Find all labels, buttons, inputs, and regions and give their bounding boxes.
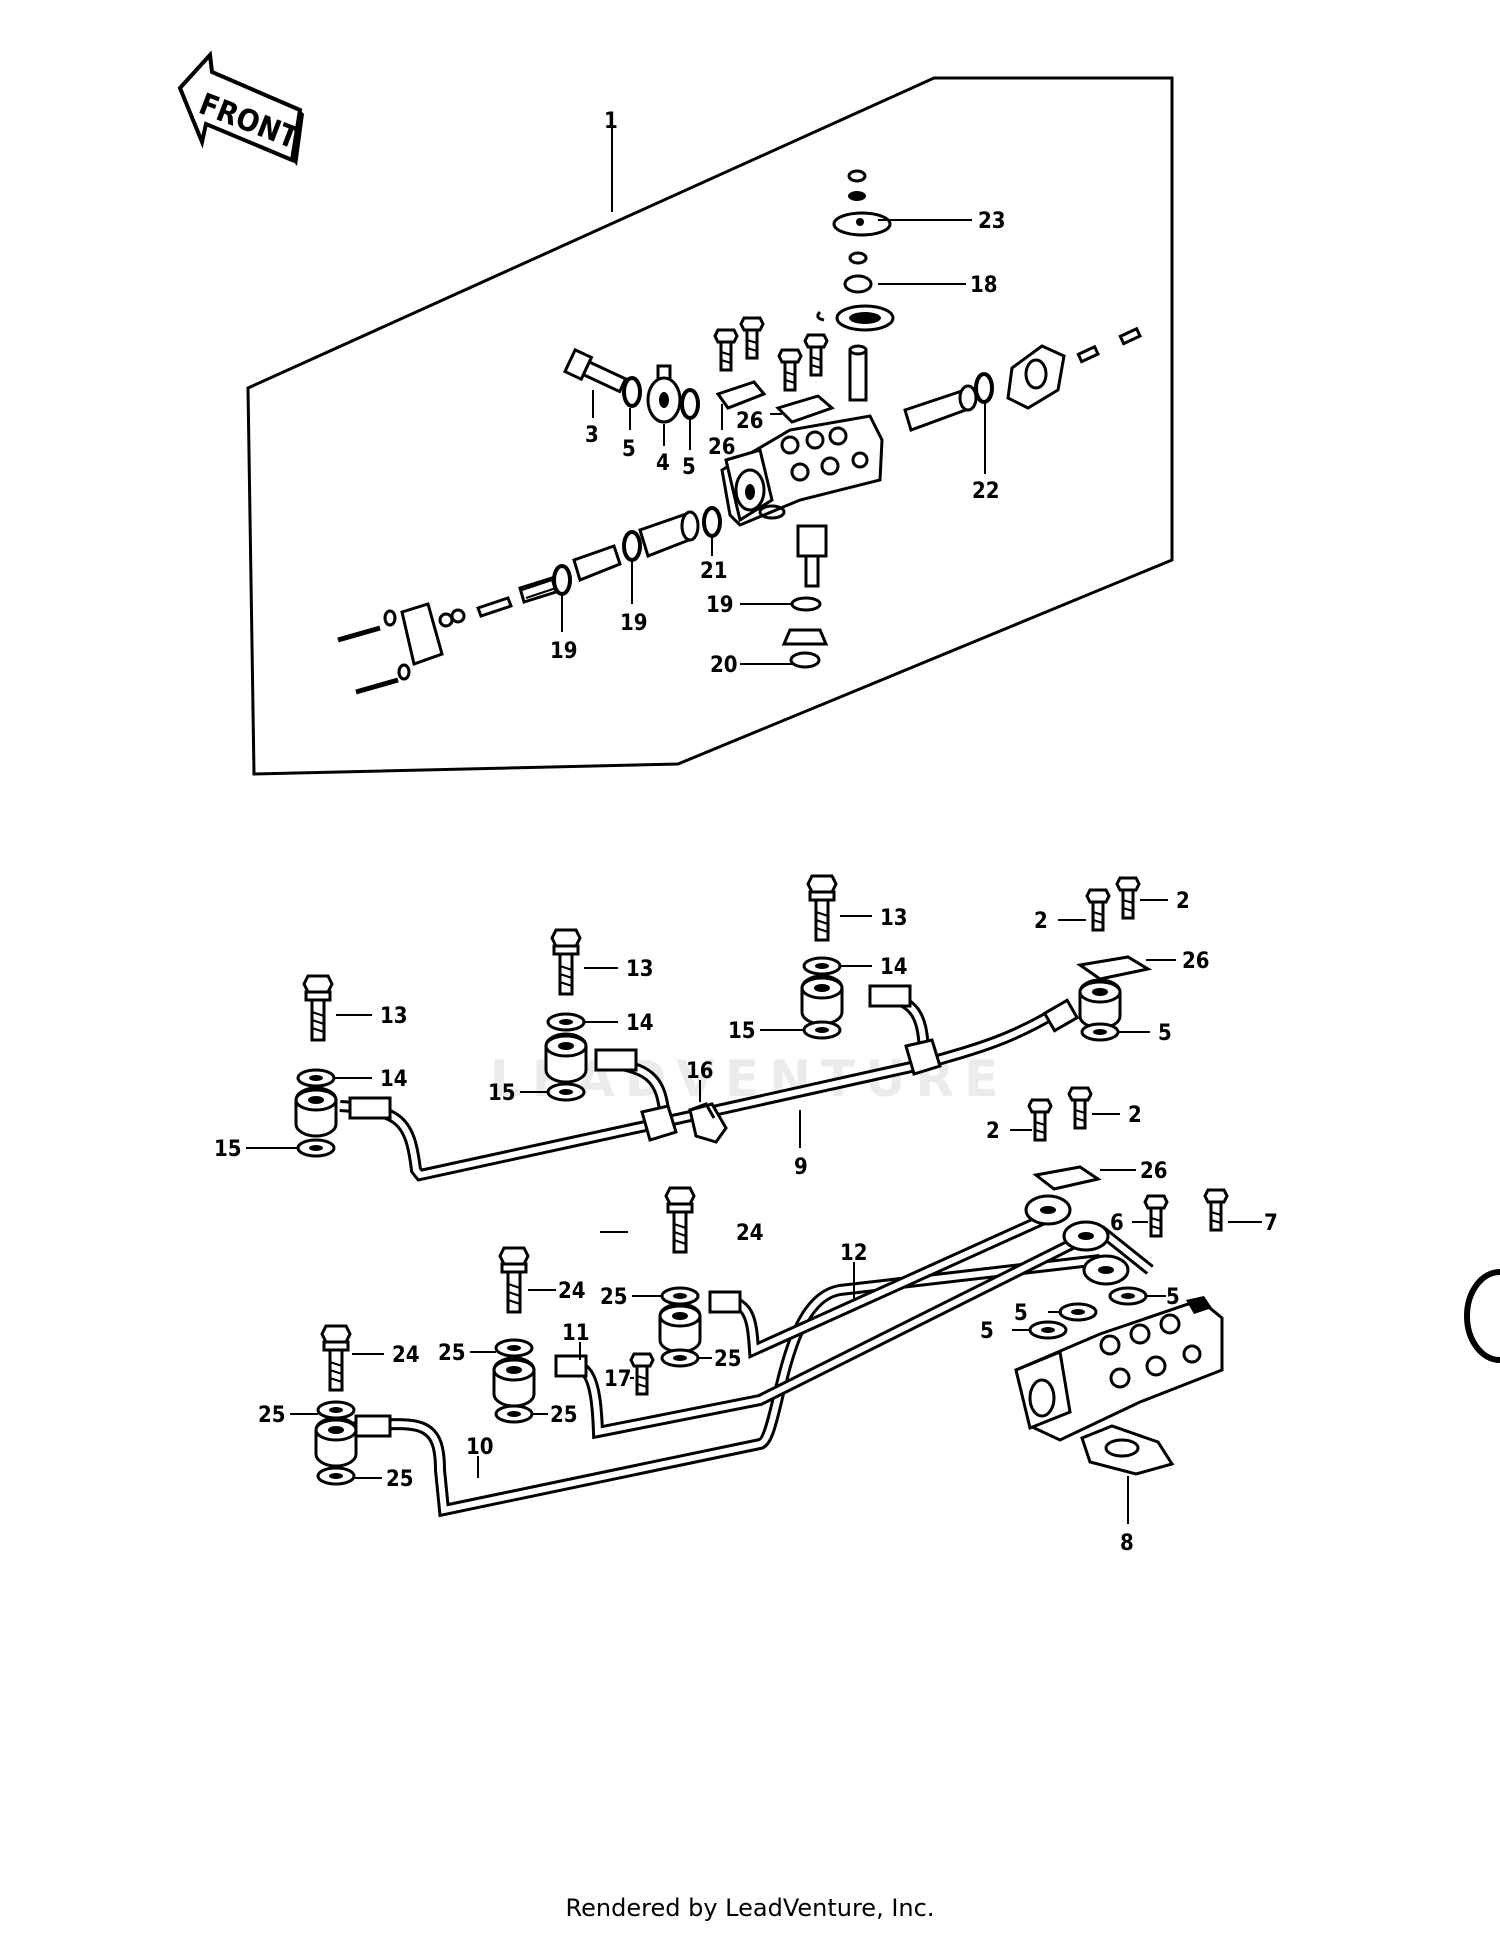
callout-6: 6 — [1110, 1211, 1124, 1236]
oil-pump-body — [720, 414, 884, 527]
callout-21: 21 — [700, 559, 728, 584]
callout-10: 10 — [466, 1435, 494, 1460]
callout-4: 4 — [656, 451, 670, 476]
callout-8: 8 — [1120, 1531, 1134, 1556]
callout-26: 26 — [736, 409, 764, 434]
callout-25: 25 — [438, 1341, 466, 1366]
callout-20: 20 — [710, 653, 738, 678]
footer-credit: Rendered by LeadVenture, Inc. — [565, 1894, 935, 1922]
callout-9: 9 — [794, 1155, 808, 1180]
callout-2: 2 — [1128, 1103, 1142, 1128]
callout-26: 26 — [1140, 1159, 1168, 1184]
callout-15: 15 — [488, 1081, 516, 1106]
callout-22: 22 — [972, 479, 1000, 504]
callout-16: 16 — [686, 1059, 714, 1084]
callout-12: 12 — [840, 1241, 868, 1266]
callout-5: 5 — [980, 1319, 994, 1344]
callout-26: 26 — [708, 435, 736, 460]
upper-leader-lines — [561, 128, 986, 665]
callout-25: 25 — [550, 1403, 578, 1428]
callout-26: 26 — [1182, 949, 1210, 974]
callout-5: 5 — [1166, 1285, 1180, 1310]
callout-24: 24 — [392, 1343, 420, 1368]
upper-callout-labels: 1 23 18 3 5 4 5 26 26 22 21 19 19 19 20 — [550, 109, 1006, 678]
callout-18: 18 — [970, 273, 998, 298]
callout-1: 1 — [604, 109, 618, 134]
callout-5: 5 — [682, 455, 696, 480]
callout-7: 7 — [1264, 1211, 1278, 1236]
callout-24: 24 — [558, 1279, 586, 1304]
pipe-end-fittings — [354, 1194, 1130, 1438]
callout-11: 11 — [562, 1321, 590, 1346]
callout-2: 2 — [1176, 889, 1190, 914]
callout-19: 19 — [620, 611, 648, 636]
assembly-box-outline — [246, 76, 1174, 776]
callout-25: 25 — [386, 1467, 414, 1492]
callout-25: 25 — [600, 1285, 628, 1310]
pump-internal-parts — [337, 169, 1142, 695]
lower-callout-labels: 13 13 13 14 14 14 15 15 15 16 9 2 2 2 2 … — [214, 889, 1278, 1556]
callout-15: 15 — [728, 1019, 756, 1044]
front-arrow: FRONT — [177, 50, 304, 166]
callout-2: 2 — [1034, 909, 1048, 934]
callout-15: 15 — [214, 1137, 242, 1162]
callout-13: 13 — [380, 1004, 408, 1029]
callout-14: 14 — [626, 1011, 654, 1036]
callout-23: 23 — [978, 209, 1006, 234]
callout-5: 5 — [1158, 1021, 1172, 1046]
lower-leader-lines — [246, 899, 1262, 1524]
callout-17: 17 — [604, 1367, 632, 1392]
callout-5: 5 — [622, 437, 636, 462]
oil-pipes-10-11-12 — [349, 1204, 1154, 1518]
callout-19: 19 — [550, 639, 578, 664]
callout-19: 19 — [706, 593, 734, 618]
callout-24: 24 — [736, 1221, 764, 1246]
callout-25: 25 — [714, 1347, 742, 1372]
callout-13: 13 — [880, 906, 908, 931]
callout-25: 25 — [258, 1403, 286, 1428]
callout-5: 5 — [1014, 1301, 1028, 1326]
callout-2: 2 — [986, 1119, 1000, 1144]
callout-13: 13 — [626, 957, 654, 982]
pipe-tee-joints — [348, 984, 1080, 1144]
callout-3: 3 — [585, 423, 599, 448]
oil-pump-body-lower — [1014, 1296, 1224, 1476]
callout-14: 14 — [880, 955, 908, 980]
callout-14: 14 — [380, 1067, 408, 1092]
